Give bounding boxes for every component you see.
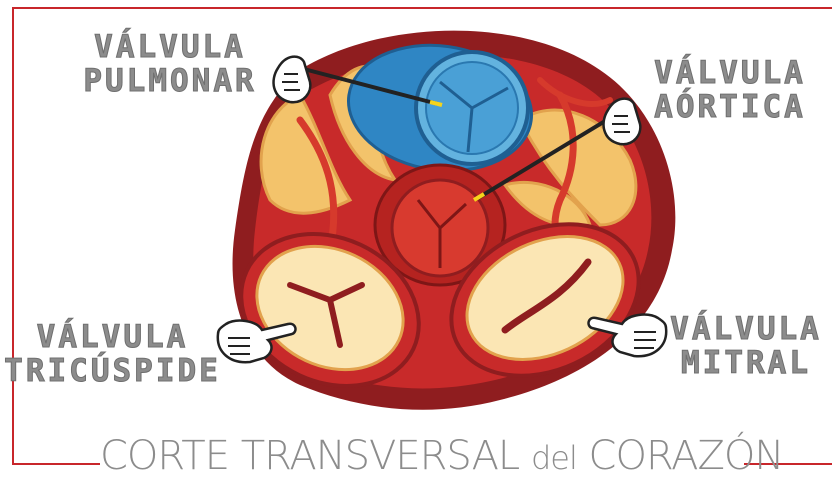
label-mitral-line1: VÁLVULA	[660, 312, 832, 346]
label-pulmonar-line2: PULMONAR	[60, 64, 280, 98]
label-pulmonar-line1: VÁLVULA	[60, 30, 280, 64]
label-valvula-aortica: VÁLVULA AÓRTICA	[640, 56, 820, 124]
title-part2: del	[531, 439, 577, 477]
label-aortica-line1: VÁLVULA	[640, 56, 820, 90]
label-tricuspide-line2: TRICÚSPIDE	[0, 354, 225, 388]
label-mitral-line2: MITRAL	[660, 346, 832, 380]
label-valvula-pulmonar: VÁLVULA PULMONAR	[60, 30, 280, 98]
label-tricuspide-line1: VÁLVULA	[0, 320, 225, 354]
label-aortica-line2: AÓRTICA	[640, 90, 820, 124]
label-valvula-tricuspide: VÁLVULA TRICÚSPIDE	[0, 320, 225, 388]
label-valvula-mitral: VÁLVULA MITRAL	[660, 312, 832, 380]
title-part3: CORAZÓN	[589, 433, 784, 479]
title-part1: CORTE TRANSVERSAL	[100, 433, 519, 479]
page-title: CORTE TRANSVERSAL del CORAZÓN	[100, 428, 744, 484]
